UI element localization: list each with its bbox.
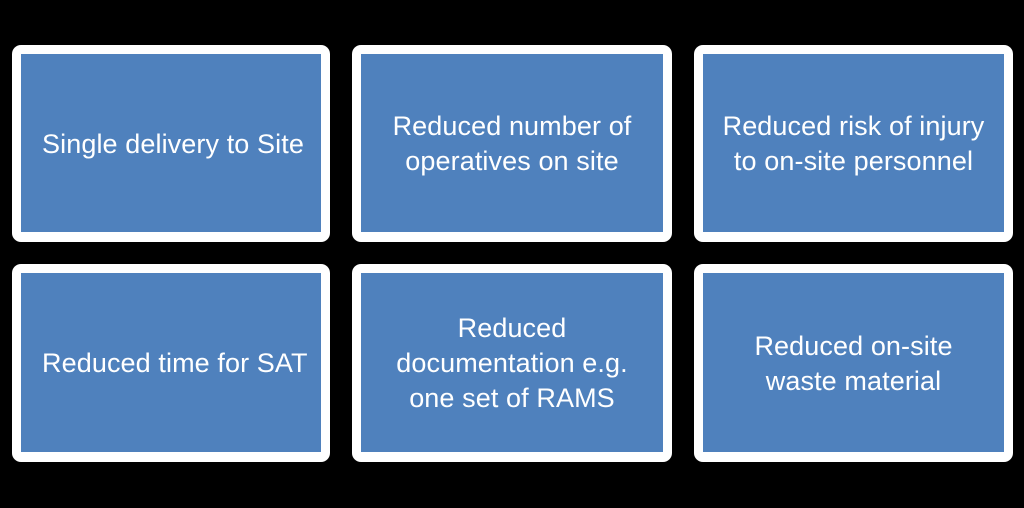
- card-fill: Reduced number of operatives on site: [361, 54, 663, 232]
- card-label: Reduced risk of injury to on-site person…: [722, 111, 985, 176]
- benefit-card-single-delivery-to-site[interactable]: Single delivery to Site: [12, 45, 330, 242]
- card-label: Reduced time for SAT: [42, 348, 308, 378]
- benefit-card-reduced-time-for-sat[interactable]: Reduced time for SAT: [12, 264, 330, 462]
- card-label: Single delivery to Site: [42, 128, 304, 159]
- benefit-card-reduced-documentation-one-set-of-rams[interactable]: Reduced documentation e.g. one set of RA…: [352, 264, 672, 462]
- benefit-card-reduced-on-site-waste-material[interactable]: Reduced on-site waste material: [694, 264, 1013, 462]
- card-fill: Reduced on-site waste material: [703, 273, 1004, 452]
- benefit-card-reduced-number-of-operatives-on-site[interactable]: Reduced number of operatives on site: [352, 45, 672, 242]
- benefit-card-reduced-risk-of-injury-to-on-site-personnel[interactable]: Reduced risk of injury to on-site person…: [694, 45, 1013, 242]
- card-fill: Reduced risk of injury to on-site person…: [703, 54, 1004, 232]
- card-label: Reduced number of operatives on site: [392, 111, 632, 176]
- card-label: Reduced documentation e.g. one set of RA…: [396, 313, 628, 413]
- card-fill: Reduced time for SAT: [21, 273, 321, 452]
- card-fill: Reduced documentation e.g. one set of RA…: [361, 273, 663, 452]
- card-fill: Single delivery to Site: [21, 54, 321, 232]
- card-label: Reduced on-site waste material: [754, 330, 953, 396]
- benefits-card-grid: Single delivery to Site Reduced number o…: [12, 45, 1013, 462]
